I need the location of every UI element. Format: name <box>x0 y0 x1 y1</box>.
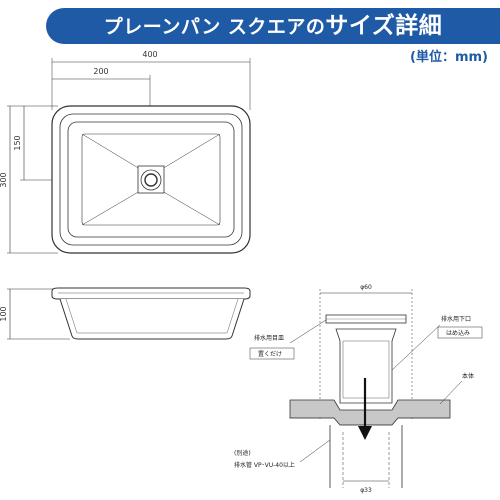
dim-width-label: 400 <box>142 50 157 59</box>
dim-depth-label: 100 <box>0 306 8 321</box>
dim-height-label: 300 <box>0 172 8 187</box>
drain-outer-ring <box>140 169 162 191</box>
box-press-fit <box>437 326 483 339</box>
counter-body <box>289 399 451 426</box>
unit-label: (単位：mm) <box>410 50 488 65</box>
leader-drain-plate <box>289 319 327 344</box>
slope-line-bl <box>81 190 141 226</box>
leader-lower-fitting <box>391 324 441 371</box>
leader-body <box>439 380 463 405</box>
leader-pipe <box>299 439 331 463</box>
dim-phi33-label: φ33 <box>360 487 372 494</box>
label-drain-plate: 排水用目皿 <box>254 334 284 342</box>
side-body <box>59 298 245 340</box>
slope-line-tl <box>81 133 141 170</box>
drain-inner-ring <box>144 173 158 187</box>
basin-inner-rim <box>59 113 243 246</box>
basin-bowl-edge <box>67 121 235 238</box>
title-bar: プレーンパン スクエアのサイズ詳細 <box>46 8 500 44</box>
label-placement: 置くだけ <box>258 351 282 358</box>
title-part1: プレーンパン スクエアの <box>103 16 326 38</box>
side-rim <box>51 287 251 300</box>
drain-square <box>137 165 165 194</box>
title-part2: サイズ詳細 <box>325 13 443 39</box>
side-view <box>7 287 251 340</box>
dim-phi60-label: φ60 <box>360 284 372 291</box>
basin-floor <box>81 133 221 226</box>
label-press-fit: はめ込み <box>446 329 470 337</box>
side-body-inner <box>65 298 239 334</box>
slope-line-br <box>161 190 221 226</box>
top-view <box>7 58 251 254</box>
drain-detail <box>249 289 483 488</box>
box-placement <box>249 347 295 360</box>
label-body: 本体 <box>462 372 474 380</box>
label-pipe: 排水管 VP･VU-40以上 <box>234 461 295 469</box>
flow-arrow-head <box>358 426 372 440</box>
dim-half-width-label: 200 <box>93 67 108 76</box>
dim-half-height-label: 150 <box>13 135 22 150</box>
drain-lower-fitting <box>335 328 397 404</box>
page-title: プレーンパン スクエアのサイズ詳細 <box>46 8 500 44</box>
label-lower-fitting: 排水用下口 <box>441 315 471 323</box>
drain-lower-fitting-inner <box>342 340 390 399</box>
label-separate: (別途) <box>234 449 251 457</box>
slope-line-tr <box>161 133 221 170</box>
